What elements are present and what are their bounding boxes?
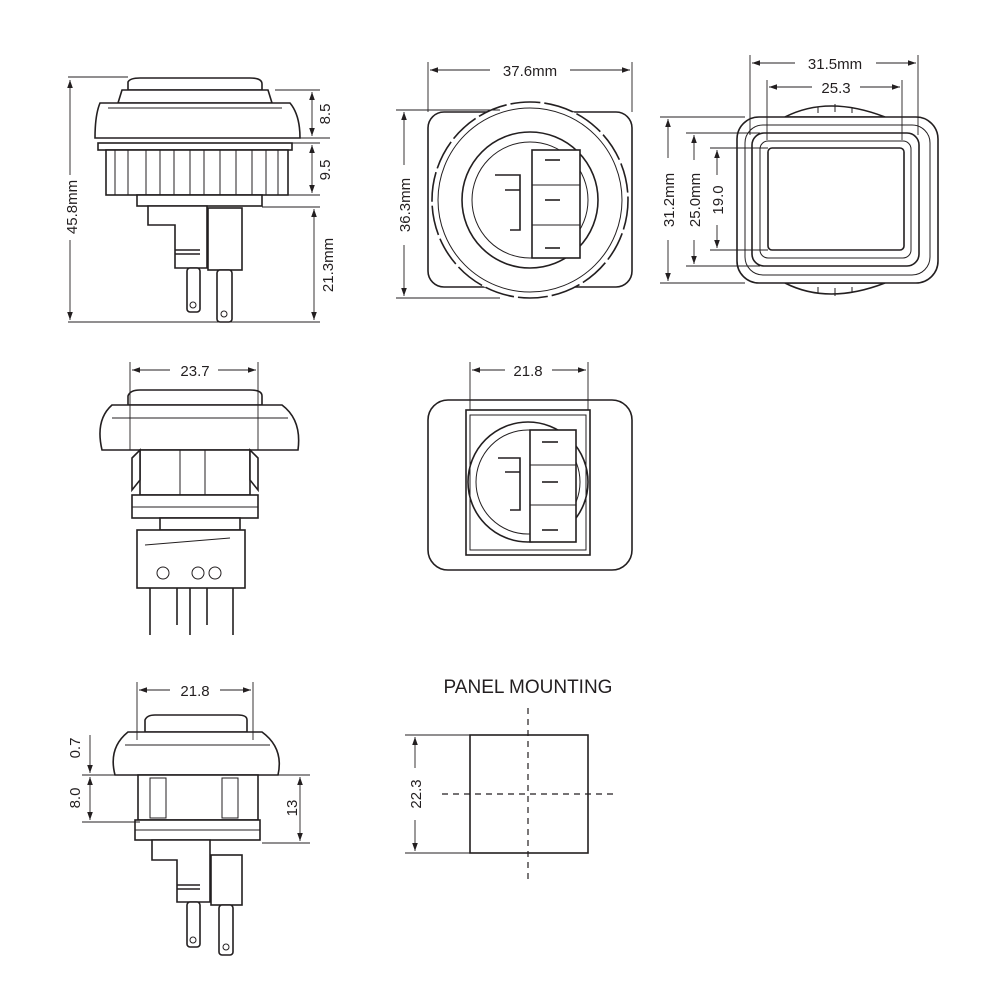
top-view-2: 21.8: [427, 362, 633, 571]
gap-label: 0.7: [67, 738, 84, 759]
mid-height-label: 25.0mm: [687, 173, 704, 227]
top-view-1: 37.6mm 36.3mm: [396, 62, 633, 299]
cap-height-label: 8.5: [317, 104, 334, 125]
outer-height-label: 31.2mm: [661, 173, 678, 227]
inner-height-label: 19.0: [710, 185, 727, 214]
panel-mounting-title: PANEL MOUNTING: [444, 677, 613, 698]
top2-width-label: 21.8: [513, 363, 542, 380]
body-height-label: 9.5: [317, 160, 334, 181]
side-view-3: 21.8 0.7 8.0 13: [67, 682, 310, 956]
side3-width-label: 21.8: [180, 683, 209, 700]
total-height-label: 45.8mm: [64, 180, 81, 234]
cutout-size-label: 22.3: [408, 779, 425, 808]
depth-label: 13: [284, 800, 301, 817]
side2-width-label: 23.7: [180, 363, 209, 380]
side-view-1: 45.8mm 8.5 9.5 21.3mm: [64, 76, 337, 323]
top-width-label: 37.6mm: [503, 63, 557, 80]
panel-mounting: PANEL MOUNTING 22.3: [405, 677, 616, 882]
front-view: 31.5mm 25.3 31.2mm 25.0mm 19.0: [660, 55, 939, 296]
thickness-label: 8.0: [67, 788, 84, 809]
top-height-label: 36.3mm: [397, 178, 414, 232]
side-view-2: 23.7: [99, 362, 300, 635]
terminal-length-label: 21.3mm: [320, 238, 337, 292]
inner-width-label: 25.3: [821, 80, 850, 97]
outer-width-label: 31.5mm: [808, 56, 862, 73]
